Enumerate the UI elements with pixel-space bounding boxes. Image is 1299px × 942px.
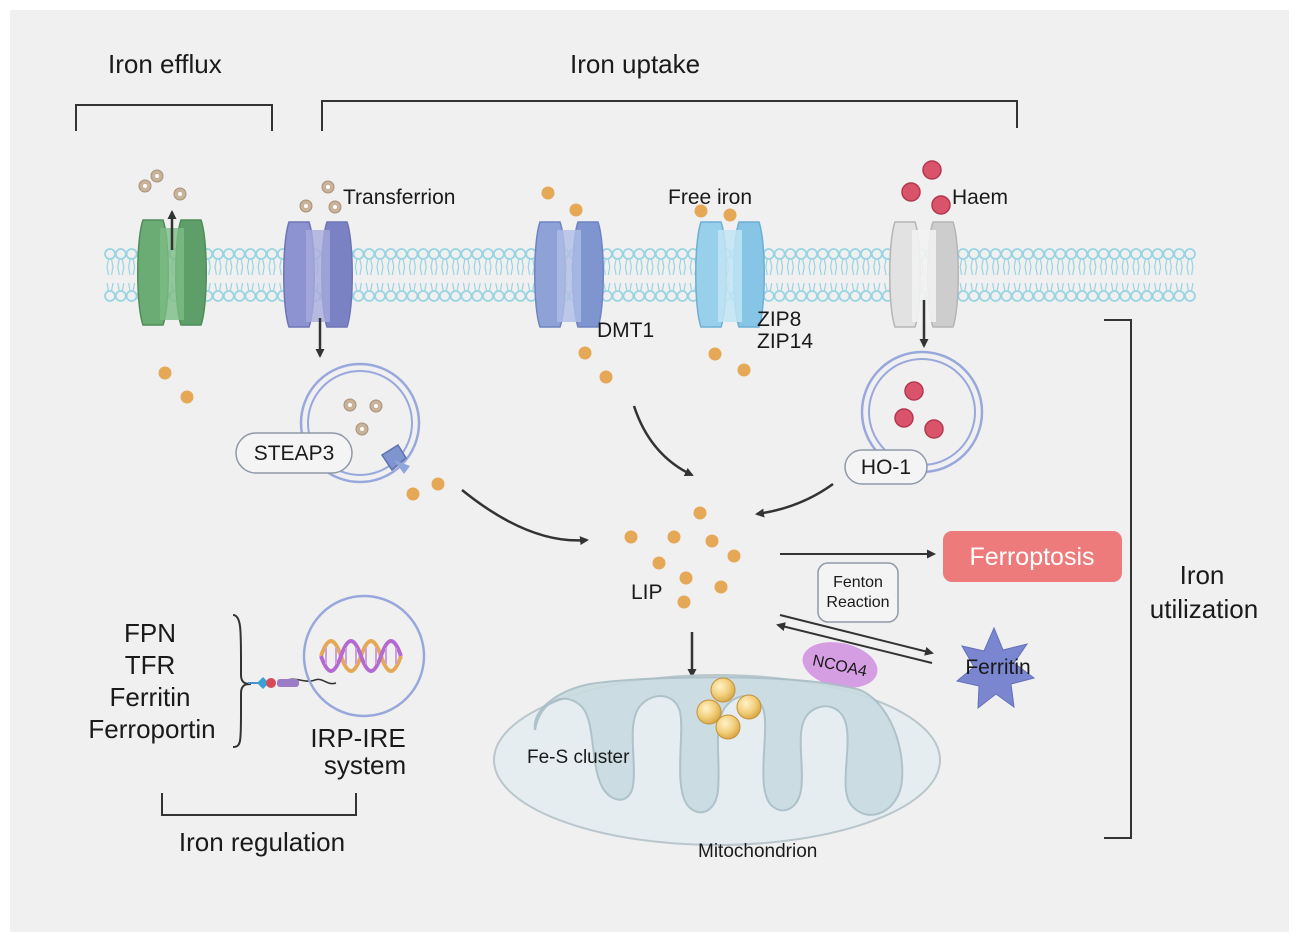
regulation-targets: FPN TFR Ferritin Ferroportin: [88, 618, 215, 744]
transferrin-receptor-channel: [283, 221, 353, 328]
fenton-reaction-box: Fenton Reaction: [817, 562, 899, 623]
dmt1-channel: [534, 221, 604, 328]
fe-s-cluster-label: Fe-S cluster: [527, 747, 630, 768]
steap3-label: STEAP3: [254, 442, 335, 465]
ncoa4-badge: NCOA4: [802, 642, 878, 688]
dmt1-label: DMT1: [597, 319, 654, 342]
endosome-vesicle: [299, 362, 421, 484]
free-iron-label: Free iron: [668, 186, 752, 209]
ferroptosis-box: Ferroptosis: [943, 531, 1122, 582]
haem-carrier-channel: [889, 221, 959, 328]
labile-iron-pool-dots: [624, 506, 741, 609]
target-tfr: TFR: [125, 650, 176, 680]
iron-efflux-bracket: [75, 104, 273, 131]
fenton-line2: Reaction: [826, 594, 889, 611]
iron-efflux-header: Iron efflux: [108, 49, 222, 79]
ho1-to-lip-arrow: [755, 482, 834, 518]
ferritin-to-lip-arrow: [776, 622, 933, 664]
mitochondrion-label: Mitochondrion: [698, 841, 817, 862]
iron-regulation-header: Iron regulation: [179, 827, 345, 857]
fenton-line1: Fenton: [833, 574, 883, 591]
iron-utilization-line2: utilization: [1150, 594, 1258, 624]
target-ferritin: Ferritin: [110, 682, 191, 712]
transferrion-label: Transferrion: [343, 186, 455, 209]
steap3-box: STEAP3: [235, 432, 353, 474]
irp-ire-line2: system: [324, 750, 406, 780]
zip8-label: ZIP8: [757, 308, 801, 331]
lip-to-ferritin-arrow: [779, 614, 934, 656]
ferritin-label: Ferritin: [965, 656, 1030, 679]
ho1-label: HO-1: [861, 456, 911, 479]
target-fpn: FPN: [124, 618, 176, 648]
haem-label: Haem: [952, 186, 1008, 209]
iron-uptake-header: Iron uptake: [570, 49, 700, 79]
zip14-label: ZIP14: [757, 330, 813, 353]
transferrin-iron-dots: [138, 169, 342, 214]
target-ferroportin: Ferroportin: [88, 714, 215, 744]
iron-utilization-line1: Iron: [1180, 560, 1225, 590]
dmt1-to-lip-arrow: [632, 405, 694, 477]
ferroptosis-label: Ferroptosis: [969, 543, 1094, 571]
haem-dots: [901, 160, 951, 215]
iron-utilization-bracket: [1104, 319, 1132, 839]
mrna-ire-icon: [248, 677, 337, 689]
iron-regulation-bracket: [161, 793, 357, 816]
fe-s-cluster-spheres: [696, 677, 762, 740]
intracellular-iron-dots: [158, 346, 751, 501]
zip8-zip14-channel: [695, 221, 765, 328]
iron-uptake-bracket: [321, 100, 1018, 131]
ferritin-star: Ferritin: [955, 626, 1036, 710]
nucleus-dna: [302, 594, 426, 718]
efflux-channel: [137, 219, 207, 326]
lip-label: LIP: [631, 581, 663, 604]
irp-ire-line1: IRP-IRE: [310, 723, 405, 753]
steap3-to-lip-arrow: [461, 489, 589, 546]
ho1-box: HO-1: [844, 449, 928, 485]
mitochondrion: [493, 674, 941, 846]
free-iron-dots: [541, 186, 737, 222]
